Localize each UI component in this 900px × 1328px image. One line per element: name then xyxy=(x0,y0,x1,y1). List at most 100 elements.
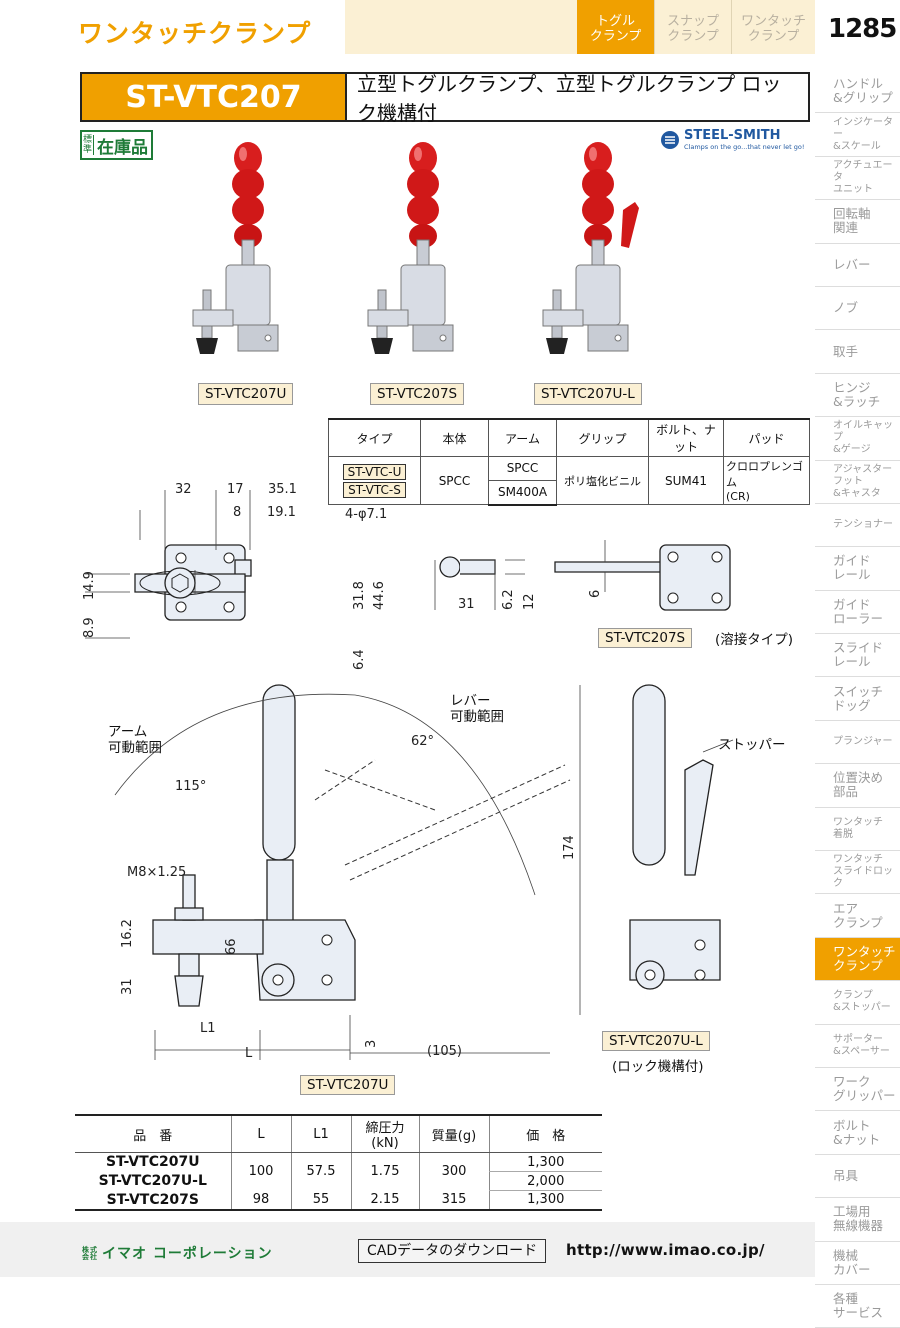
dim-14-9: 14.9 xyxy=(82,571,97,600)
type-cell: ST-VTC-U xyxy=(342,463,407,480)
technical-drawing: 32 17 35.1 8 19.1 4-φ7.1 14.9 8.9 31.8 4… xyxy=(82,482,734,1061)
side-nav-item[interactable]: スライド レール xyxy=(815,634,900,678)
dim-35-1: 35.1 xyxy=(268,482,297,497)
side-nav-item[interactable]: 吊具 xyxy=(815,1155,900,1199)
side-nav-item[interactable]: ノブ xyxy=(815,287,900,331)
L1-value: 57.5 xyxy=(290,1152,351,1191)
side-nav-item[interactable]: 位置決め 部品 xyxy=(815,764,900,808)
price-value: 1,300 xyxy=(488,1190,602,1211)
product-code: ST-VTC207U xyxy=(105,1154,200,1171)
side-nav-item[interactable]: 各種 サービス xyxy=(815,1285,900,1328)
col-header: 品 番 xyxy=(75,1114,231,1153)
side-nav-item[interactable]: エア クランプ xyxy=(815,894,900,938)
side-nav-item[interactable]: スイッチ ドッグ xyxy=(815,677,900,721)
col-header: 締圧力(kN) xyxy=(350,1114,419,1153)
bolt-material: SUM41 xyxy=(648,456,724,505)
side-nav-item[interactable]: 機械 カバー xyxy=(815,1242,900,1285)
photo-st-vtc207u xyxy=(192,142,279,355)
side-nav-item[interactable]: ガイド ローラー xyxy=(815,591,900,635)
photo-label: ST-VTC207U-L xyxy=(534,383,642,405)
section-title: ワンタッチクランプ xyxy=(78,19,312,48)
side-nav-item[interactable]: 工場用 無線機器 xyxy=(815,1198,900,1242)
lock-view xyxy=(629,684,734,990)
side-nav-item[interactable]: テンショナー xyxy=(815,504,900,548)
col-header: パッド xyxy=(723,418,810,457)
lever-range-label: レバー 可動範囲 xyxy=(450,693,504,725)
lock-drawing-note: (ロック機構付) xyxy=(612,1059,704,1075)
dim-32: 32 xyxy=(175,482,192,497)
thread-spec: M8×1.25 xyxy=(127,865,186,880)
L-value: 98 xyxy=(230,1190,291,1211)
model-description: 立型トグルクランプ、立型トグルクランプ ロック機構付 xyxy=(357,72,782,125)
side-nav-item[interactable]: ワーク グリッパー xyxy=(815,1068,900,1112)
product-code: ST-VTC207S xyxy=(75,1190,231,1211)
side-nav-item[interactable]: ヒンジ &ラッチ xyxy=(815,374,900,418)
side-nav-item[interactable]: クランプ &ストッパー xyxy=(815,981,900,1025)
photo-st-vtc207u-l xyxy=(542,142,639,355)
photo-label: ST-VTC207S xyxy=(370,383,465,405)
side-nav-item[interactable]: プランジャー xyxy=(815,721,900,765)
category-tabs: トグル クランプ スナップ クランプ ワンタッチ クランプ xyxy=(345,0,815,54)
weld-view xyxy=(434,540,731,611)
side-nav-item[interactable]: ガイド レール xyxy=(815,547,900,591)
photo-label: ST-VTC207U xyxy=(198,383,294,405)
dim-17: 17 xyxy=(227,482,244,497)
col-header: タイプ xyxy=(328,418,421,457)
main-drawing-label: ST-VTC207U xyxy=(300,1075,396,1095)
grip-material: ポリ塩化ビニル xyxy=(556,456,649,505)
tab-label: スナップ クランプ xyxy=(666,14,719,44)
model-code: ST-VTC207 xyxy=(82,74,347,120)
dim-66: 66 xyxy=(224,938,239,955)
side-nav-item[interactable]: オイルキャップ &ゲージ xyxy=(815,417,900,461)
angle-115: 115° xyxy=(175,779,206,794)
side-nav-item[interactable]: アクチュエータ ユニット xyxy=(815,157,900,201)
dim-L1: L1 xyxy=(200,1021,216,1036)
dim-8-9: 8.9 xyxy=(82,617,97,638)
table-row: ST-VTC207U-L 2,000 xyxy=(75,1171,602,1191)
tab-onetouch-clamp[interactable]: ワンタッチ クランプ xyxy=(731,0,815,54)
tab-toggle-clamp[interactable]: トグル クランプ xyxy=(577,0,654,54)
side-nav-item[interactable]: ワンタッチ クランプ xyxy=(815,937,900,982)
table-row: ST-VTC207U 100 57.5 1.75 300 1,300 xyxy=(75,1152,602,1191)
brand-logo: STEEL-SMITH Clamps on the go...that neve… xyxy=(660,128,810,151)
company-mark: 株式 会社 xyxy=(82,1246,98,1261)
col-header: グリップ xyxy=(556,418,649,457)
price-value: 1,300 xyxy=(488,1152,602,1172)
table-row: ST-VTC207S 98 55 2.15 315 1,300 xyxy=(75,1190,602,1211)
arm-range-label: アーム 可動範囲 xyxy=(108,724,162,756)
side-view xyxy=(114,684,581,1060)
side-nav-item[interactable]: ボルト &ナット xyxy=(815,1111,900,1155)
product-code: ST-VTC207U-L xyxy=(98,1173,207,1189)
dim-44-6: 44.6 xyxy=(372,581,387,610)
product-photos xyxy=(192,142,639,355)
col-header: L1 xyxy=(290,1114,351,1153)
side-nav-item[interactable]: ハンドル &グリップ xyxy=(815,70,900,114)
side-nav-item[interactable]: アジャスター フット &キャスタ xyxy=(815,461,900,504)
side-nav-item[interactable]: インジケーター &スケール xyxy=(815,113,900,157)
side-nav-item[interactable]: 取手 xyxy=(815,330,900,374)
stock-badge-text: 在庫品 xyxy=(97,137,148,158)
col-header: 本体 xyxy=(420,418,489,457)
cad-download-button[interactable]: CADデータのダウンロード xyxy=(358,1239,547,1263)
side-nav-item[interactable]: ワンタッチ 着脱 xyxy=(815,808,900,852)
company-logo: 株式 会社イマオ コーポレーション xyxy=(82,1243,273,1263)
dim-105: (105) xyxy=(427,1044,462,1059)
tab-snap-clamp[interactable]: スナップ クランプ xyxy=(654,0,731,54)
dim-19-1: 19.1 xyxy=(267,505,296,520)
force-value: 1.75 xyxy=(350,1152,419,1191)
dim-31-side: 31 xyxy=(120,978,135,995)
dim-6: 6 xyxy=(588,590,603,598)
brand-tagline: Clamps on the go...that never let go! xyxy=(684,143,805,151)
col-header: 価 格 xyxy=(488,1114,602,1153)
dim-31: 31 xyxy=(458,597,475,612)
side-nav-item[interactable]: ワンタッチ スライドロック xyxy=(815,851,900,895)
side-nav-item[interactable]: サポーター &スペーサー xyxy=(815,1025,900,1068)
mass-value: 315 xyxy=(418,1190,489,1211)
lock-drawing-label: ST-VTC207U-L xyxy=(602,1031,710,1051)
company-name: イマオ コーポレーション xyxy=(102,1246,273,1262)
angle-62: 62° xyxy=(411,734,434,749)
website-link[interactable]: http://www.imao.co.jp/ xyxy=(566,1241,765,1259)
side-nav-item[interactable]: レバー xyxy=(815,244,900,287)
side-nav: ハンドル &グリップインジケーター &スケールアクチュエータ ユニット回転軸 関… xyxy=(815,70,900,1328)
side-nav-item[interactable]: 回転軸 関連 xyxy=(815,200,900,244)
